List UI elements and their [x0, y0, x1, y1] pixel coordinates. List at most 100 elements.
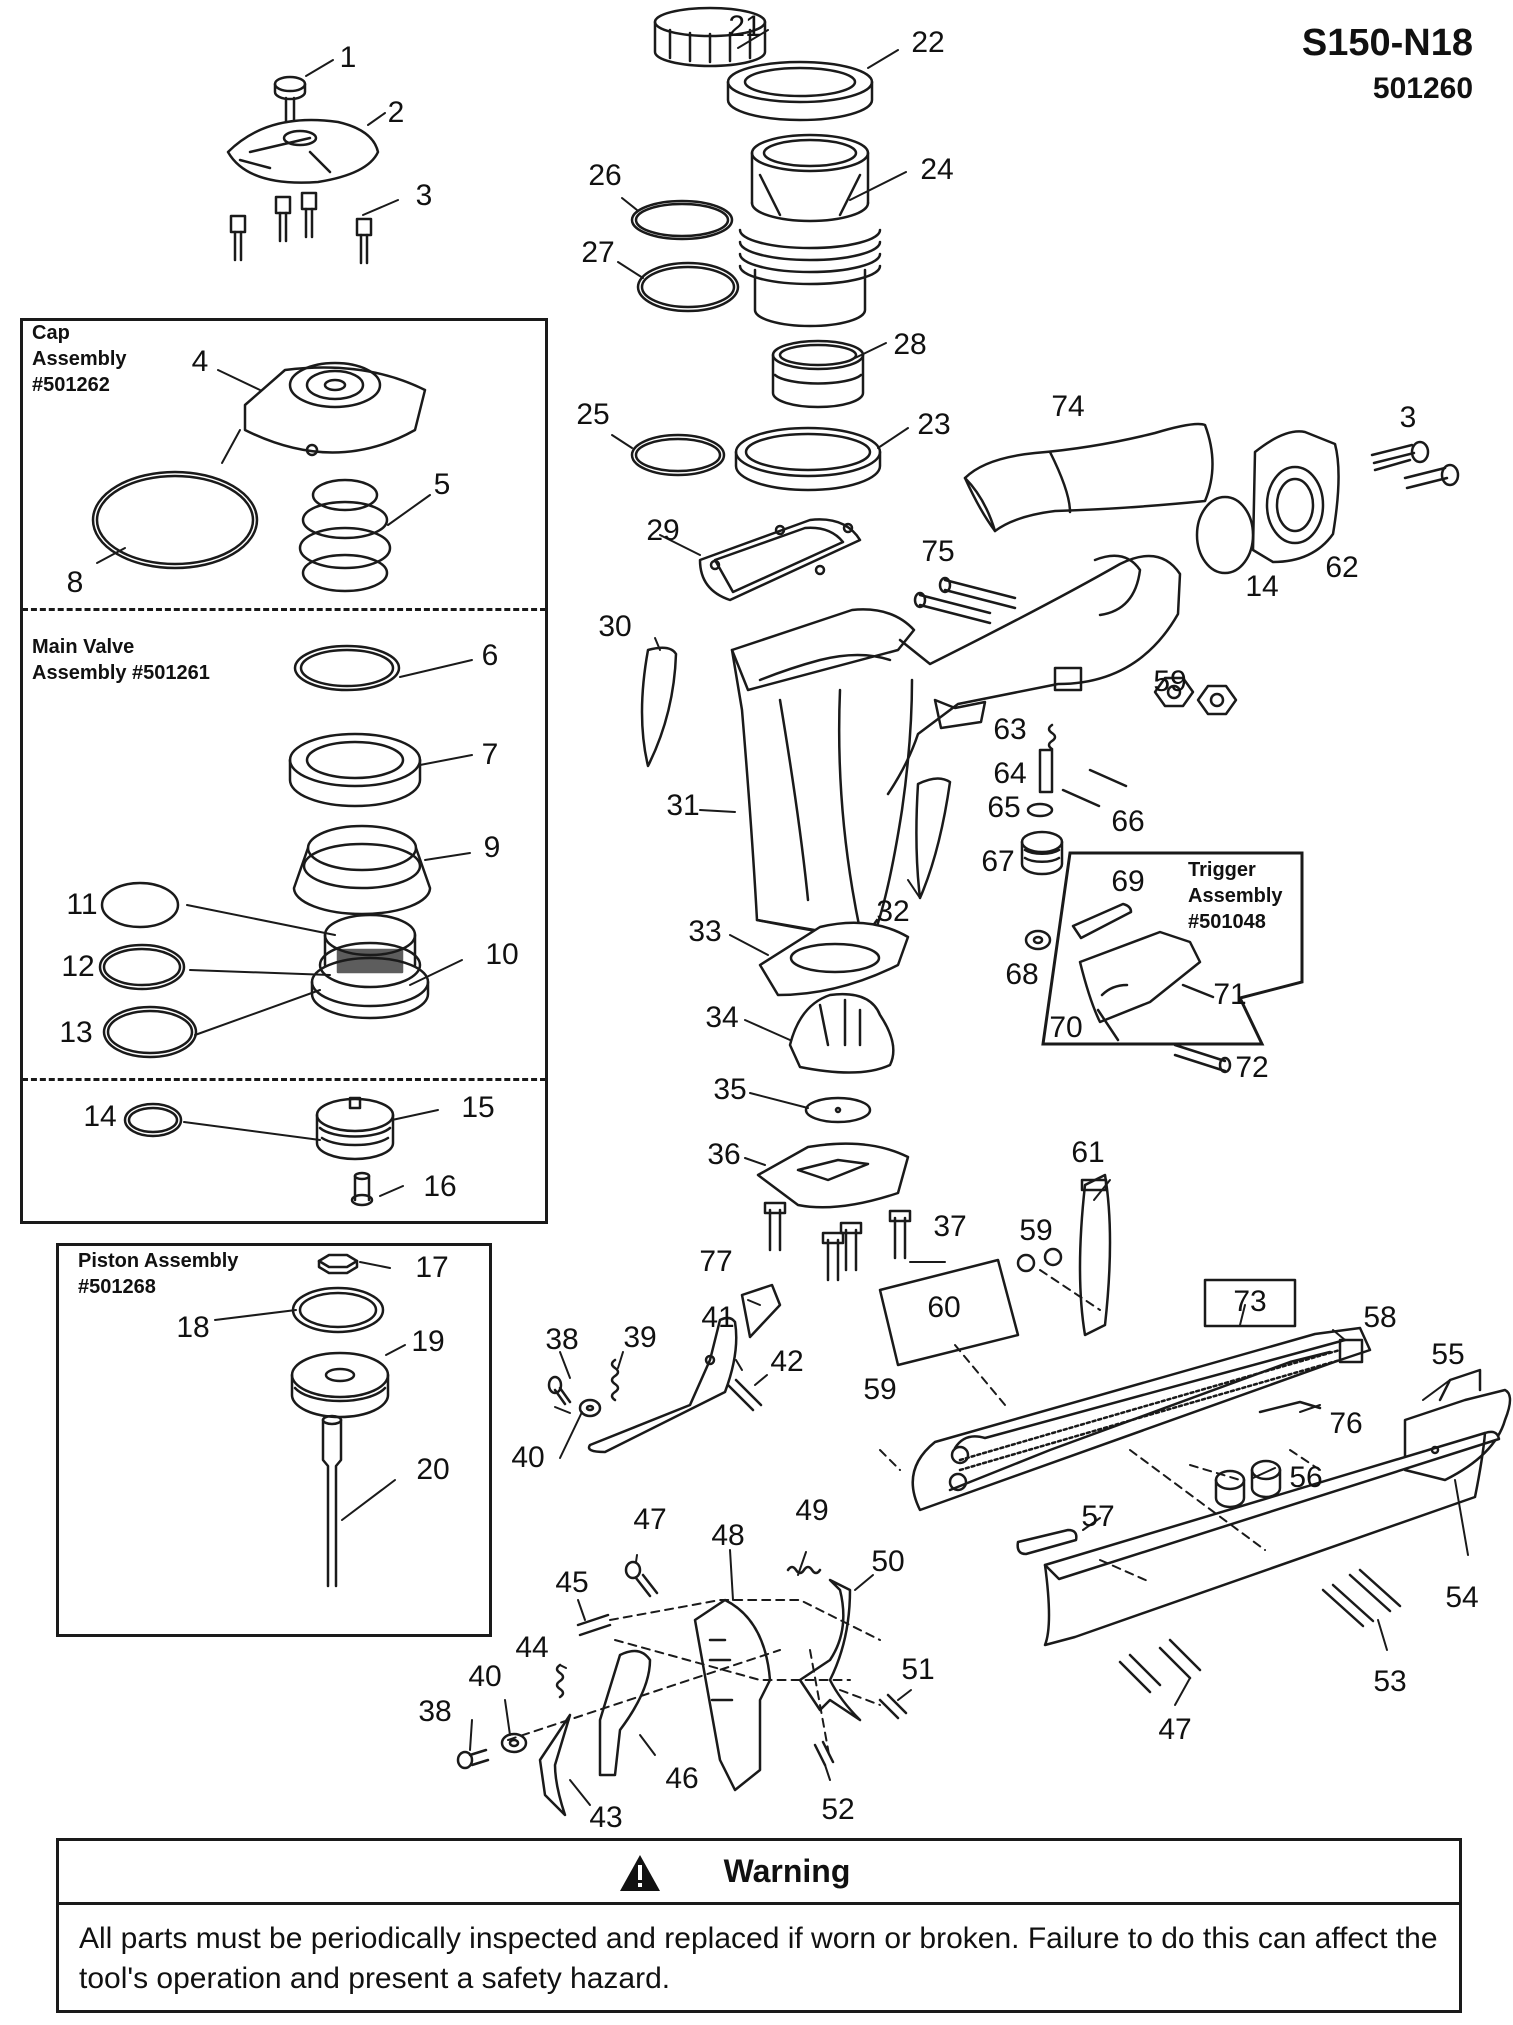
callout-74: 74	[1051, 390, 1085, 423]
part-34-bumper	[788, 992, 895, 1074]
callout-43: 43	[589, 1801, 623, 1834]
callout-61: 61	[1071, 1136, 1105, 1169]
callout-47a: 47	[633, 1503, 667, 1536]
part-43-lever	[538, 1713, 572, 1817]
part-33-gasket	[758, 921, 910, 997]
callout-52: 52	[821, 1793, 855, 1826]
divider-2	[22, 1078, 546, 1081]
callout-62: 62	[1325, 551, 1359, 584]
part-60-label-box	[878, 1258, 1020, 1367]
part-57-pad	[1016, 1528, 1078, 1556]
callout-58: 58	[1363, 1301, 1397, 1334]
part-58-magazine	[911, 1326, 1372, 1512]
part-39-spring	[610, 1358, 620, 1402]
callout-16: 16	[423, 1170, 457, 1203]
part-40-washer	[578, 1398, 602, 1418]
callout-33: 33	[688, 915, 722, 948]
part-65-oring	[1026, 802, 1054, 818]
callout-2: 2	[387, 96, 405, 129]
callout-21: 21	[728, 10, 762, 43]
part-64-pin	[1038, 748, 1054, 794]
callout-30: 30	[598, 610, 632, 643]
part-7-seal	[288, 732, 422, 808]
warning-text: All parts must be periodically inspected…	[79, 1922, 1438, 1995]
part-38b-screw	[456, 1748, 490, 1770]
callout-25: 25	[576, 398, 610, 431]
callout-41: 41	[701, 1301, 735, 1334]
callout-54: 54	[1445, 1581, 1479, 1614]
divider-1	[22, 608, 546, 611]
part-15-piston	[315, 1096, 395, 1161]
part-44-spring	[555, 1663, 565, 1699]
callout-63: 63	[993, 713, 1027, 746]
part-49-spring	[786, 1565, 822, 1575]
callout-73: 73	[1233, 1285, 1267, 1318]
callout-14: 14	[83, 1100, 117, 1133]
callout-59a: 59	[1153, 665, 1187, 698]
callout-36: 36	[707, 1138, 741, 1171]
part-14-oring	[123, 1102, 183, 1138]
callout-60: 60	[927, 1291, 961, 1324]
part-25-oring	[630, 433, 726, 477]
part-21-bumper	[653, 6, 767, 68]
callout-27: 27	[581, 236, 615, 269]
part-5-spring	[298, 478, 392, 593]
callout-69: 69	[1111, 865, 1145, 898]
callout-10: 10	[485, 938, 519, 971]
trigger-assembly-border	[1041, 851, 1304, 1046]
part-74-grip	[963, 422, 1214, 533]
callout-34: 34	[705, 1001, 739, 1034]
callout-45: 45	[555, 1566, 589, 1599]
cap-assembly-label: Cap Assembly #501262	[32, 322, 127, 396]
callout-14b: 14	[1245, 570, 1279, 603]
part-50-arm	[798, 1578, 862, 1722]
warning-header: Warning	[59, 1841, 1459, 1905]
part-11-oring	[100, 881, 180, 929]
part-40b-washer	[500, 1732, 528, 1754]
part-71-pin	[1181, 983, 1215, 999]
callout-68: 68	[1005, 958, 1039, 991]
callout-7: 7	[481, 738, 499, 771]
part-26-oring	[630, 199, 734, 241]
part-38-screw	[547, 1375, 572, 1406]
part-56-spacer	[1214, 1459, 1282, 1509]
trigger-assembly-box	[1040, 850, 1305, 1047]
callout-70: 70	[1049, 1011, 1083, 1044]
callout-76: 76	[1329, 1407, 1363, 1440]
part-6-ring	[293, 644, 401, 692]
part-28-sleeve	[771, 339, 865, 409]
callout-22: 22	[911, 26, 945, 59]
part-12-oring	[98, 943, 186, 991]
callout-20: 20	[416, 1453, 450, 1486]
callout-9: 9	[483, 831, 501, 864]
part-47b-screws	[1118, 1638, 1202, 1694]
callout-56: 56	[1289, 1461, 1323, 1494]
callout-4: 4	[191, 345, 209, 378]
part-37-bolts	[763, 1201, 912, 1282]
callout-48: 48	[711, 1519, 745, 1552]
callout-75: 75	[921, 535, 955, 568]
callout-24: 24	[920, 153, 954, 186]
part-45-pin	[576, 1613, 612, 1637]
piston-assembly-box	[56, 1243, 492, 1637]
callout-66: 66	[1111, 805, 1145, 838]
callout-5: 5	[433, 468, 451, 501]
part-48-bracket	[693, 1598, 772, 1792]
part-23-seal	[734, 426, 882, 492]
callout-19: 19	[411, 1325, 445, 1358]
callout-71: 71	[1213, 978, 1247, 1011]
part-75-pins	[913, 576, 1017, 625]
callout-77: 77	[699, 1245, 733, 1278]
part-41-lever	[587, 1316, 738, 1454]
callout-38a: 38	[545, 1323, 579, 1356]
callout-57: 57	[1081, 1500, 1115, 1533]
part-68-bushing	[1024, 929, 1052, 951]
part-73-label-box	[1203, 1278, 1297, 1328]
callout-32: 32	[876, 895, 910, 928]
part-number: 501260	[1372, 72, 1473, 105]
part-16-pin	[350, 1171, 374, 1207]
part-62-endcap	[1251, 430, 1340, 564]
part-52-pin	[813, 1740, 835, 1767]
part-8-oring	[91, 470, 259, 570]
